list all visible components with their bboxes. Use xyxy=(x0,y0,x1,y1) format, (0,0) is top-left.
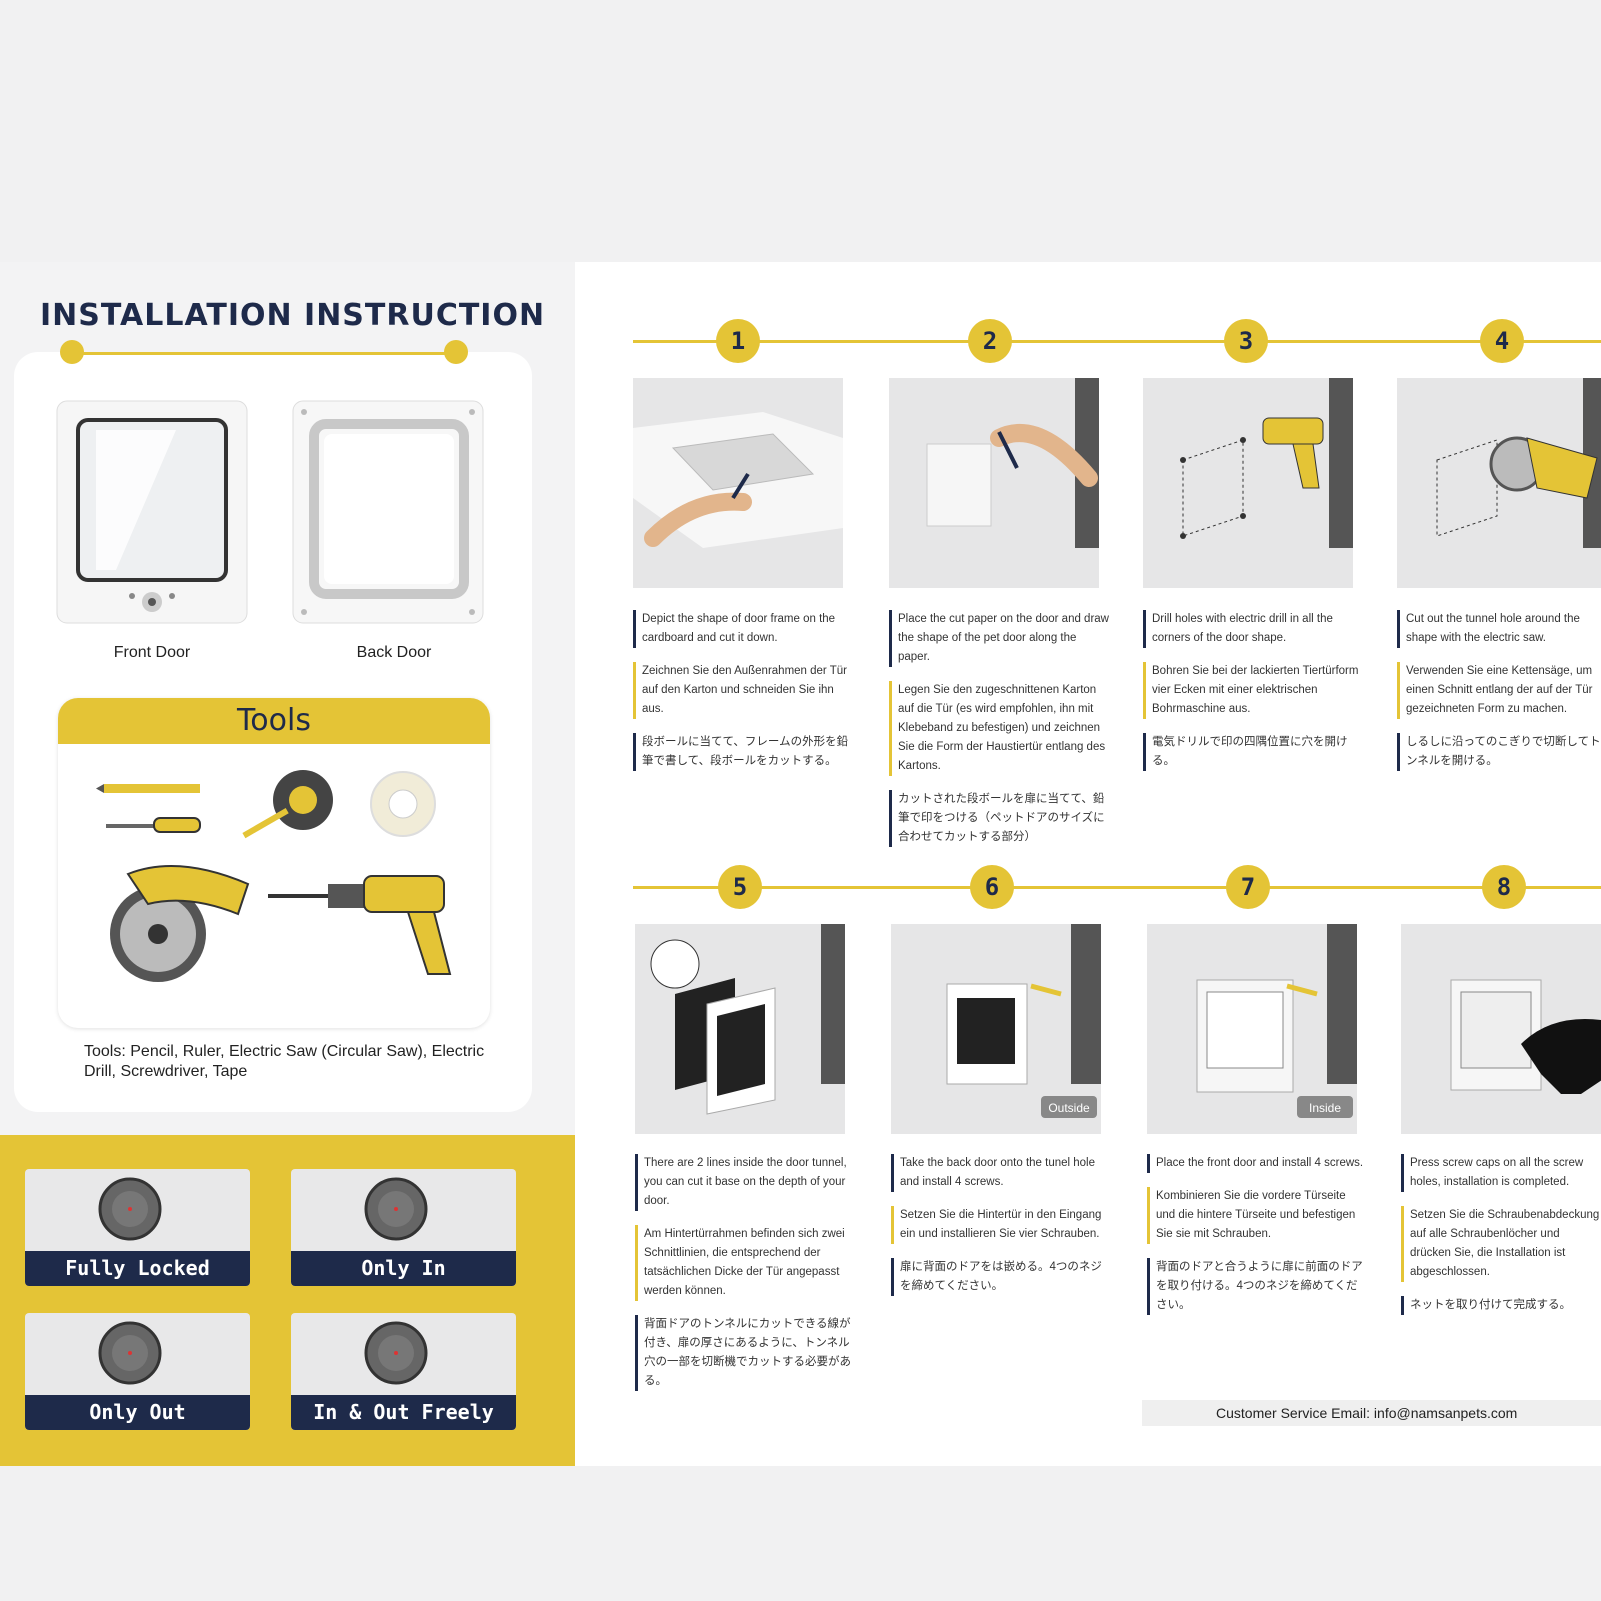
step-1-en: Depict the shape of door frame on the ca… xyxy=(633,610,853,648)
mode-fully-locked: Fully Locked xyxy=(25,1169,250,1286)
instruction-sheet: INSTALLATION INSTRUCTION Front xyxy=(0,262,1601,1466)
step-7-number: 7 xyxy=(1226,865,1270,909)
drill-icon xyxy=(268,875,452,975)
step-2-en: Place the cut paper on the door and draw… xyxy=(889,610,1109,667)
step-7-image: Inside xyxy=(1147,924,1357,1134)
step-6-image: Outside xyxy=(891,924,1101,1134)
step-6-text: Take the back door onto the tunel hole a… xyxy=(891,1154,1111,1310)
step-3-number: 3 xyxy=(1224,319,1268,363)
step-4-ja: しるしに沿ってのこぎりで切断してトンネルを開ける。 xyxy=(1397,733,1601,771)
front-door-label: Front Door xyxy=(113,644,191,661)
step-4-de: Verwenden Sie eine Kettensäge, um einen … xyxy=(1397,662,1601,719)
mode-label: Fully Locked xyxy=(25,1251,250,1286)
customer-service-email: Customer Service Email: info@namsanpets.… xyxy=(1142,1400,1601,1426)
pencil-icon xyxy=(104,784,200,793)
step-5-text: There are 2 lines inside the door tunnel… xyxy=(635,1154,855,1405)
step-8-en: Press screw caps on all the screw holes,… xyxy=(1401,1154,1601,1192)
step-7-text: Place the front door and install 4 screw… xyxy=(1147,1154,1367,1329)
tools-description: Tools: Pencil, Ruler, Electric Saw (Circ… xyxy=(84,1043,485,1080)
step-6-number: 6 xyxy=(970,865,1014,909)
step-7-en: Place the front door and install 4 screw… xyxy=(1147,1154,1367,1173)
step-5-de: Am Hintertürrahmen befinden sich zwei Sc… xyxy=(635,1225,855,1301)
step-5-image xyxy=(635,924,845,1134)
step-8-number: 8 xyxy=(1482,865,1526,909)
lock-modes-panel: Fully Locked Only In Only Out xyxy=(0,1135,575,1466)
page-title: INSTALLATION INSTRUCTION xyxy=(40,298,546,333)
step-2-number: 2 xyxy=(968,319,1012,363)
step-1-de: Zeichnen Sie den Außenrahmen der Tür auf… xyxy=(633,662,853,719)
step-3-ja: 電気ドリルで印の四隅位置に穴を開ける。 xyxy=(1143,733,1363,771)
mode-label: Only In xyxy=(291,1251,516,1286)
step-2-text: Place the cut paper on the door and draw… xyxy=(889,610,1109,861)
step-8-image xyxy=(1401,924,1601,1134)
mode-label: Only Out xyxy=(25,1395,250,1430)
tools-box: Tools xyxy=(58,698,490,1028)
step-4-image xyxy=(1397,378,1601,588)
steps-row2-line xyxy=(633,886,1601,889)
step-2-de: Legen Sie den zugeschnittenen Karton auf… xyxy=(889,681,1109,776)
step-8-ja: ネットを取り付けて完成する。 xyxy=(1401,1296,1601,1315)
step-7-badge: Inside xyxy=(1309,1101,1341,1115)
tools-illustration xyxy=(96,770,452,982)
back-door-label: Back Door xyxy=(356,644,432,661)
front-door-image xyxy=(56,400,248,624)
left-panel: INSTALLATION INSTRUCTION Front xyxy=(0,262,575,1466)
step-1-text: Depict the shape of door frame on the ca… xyxy=(633,610,853,785)
header-line xyxy=(72,352,456,355)
dial-icon xyxy=(98,1177,162,1241)
header-dot-right xyxy=(444,340,468,364)
step-4-number: 4 xyxy=(1480,319,1524,363)
screwdriver-icon xyxy=(106,824,156,828)
step-6-de: Setzen Sie die Hintertür in den Eingang … xyxy=(891,1206,1111,1244)
dial-icon xyxy=(364,1321,428,1385)
tools-heading: Tools xyxy=(58,698,490,744)
header-dot-left xyxy=(60,340,84,364)
step-1-image xyxy=(633,378,843,588)
step-3-image xyxy=(1143,378,1353,588)
circular-saw-icon xyxy=(110,865,250,982)
step-2-image xyxy=(889,378,1099,588)
mode-only-in: Only In xyxy=(291,1169,516,1286)
step-6-badge: Outside xyxy=(1048,1101,1090,1115)
step-8-text: Press screw caps on all the screw holes,… xyxy=(1401,1154,1601,1329)
step-1-number: 1 xyxy=(716,319,760,363)
step-5-en: There are 2 lines inside the door tunnel… xyxy=(635,1154,855,1211)
step-4-text: Cut out the tunnel hole around the shape… xyxy=(1397,610,1601,785)
step-3-en: Drill holes with electric drill in all t… xyxy=(1143,610,1363,648)
mode-label: In & Out Freely xyxy=(291,1395,516,1430)
step-5-number: 5 xyxy=(718,865,762,909)
step-4-en: Cut out the tunnel hole around the shape… xyxy=(1397,610,1601,648)
step-7-ja: 背面のドアと合うように扉に前面のドアを取り付ける。4つのネジを締めてください。 xyxy=(1147,1258,1367,1315)
step-1-ja: 段ボールに当てて、フレームの外形を鉛筆で書して、段ボールをカットする。 xyxy=(633,733,853,771)
step-2-ja: カットされた段ボールを扉に当てて、鉛筆で印をつける（ペットドアのサイズに合わせて… xyxy=(889,790,1109,847)
step-8-de: Setzen Sie die Schraubenabdeckung auf al… xyxy=(1401,1206,1601,1282)
step-6-ja: 扉に背面のドアをは嵌める。4つのネジを締めてください。 xyxy=(891,1258,1111,1296)
step-6-en: Take the back door onto the tunel hole a… xyxy=(891,1154,1111,1192)
back-door-image xyxy=(292,400,484,624)
mode-only-out: Only Out xyxy=(25,1313,250,1430)
mode-in-out-freely: In & Out Freely xyxy=(291,1313,516,1430)
step-5-ja: 背面ドアのトンネルにカットできる線が付き、扉の厚さにあるように、トンネル穴の一部… xyxy=(635,1315,855,1391)
step-3-text: Drill holes with electric drill in all t… xyxy=(1143,610,1363,785)
dial-icon xyxy=(364,1177,428,1241)
step-7-de: Kombinieren Sie die vordere Türseite und… xyxy=(1147,1187,1367,1244)
dial-icon xyxy=(98,1321,162,1385)
steps-row1-line xyxy=(633,340,1601,343)
step-3-de: Bohren Sie bei der lackierten Tiertürfor… xyxy=(1143,662,1363,719)
